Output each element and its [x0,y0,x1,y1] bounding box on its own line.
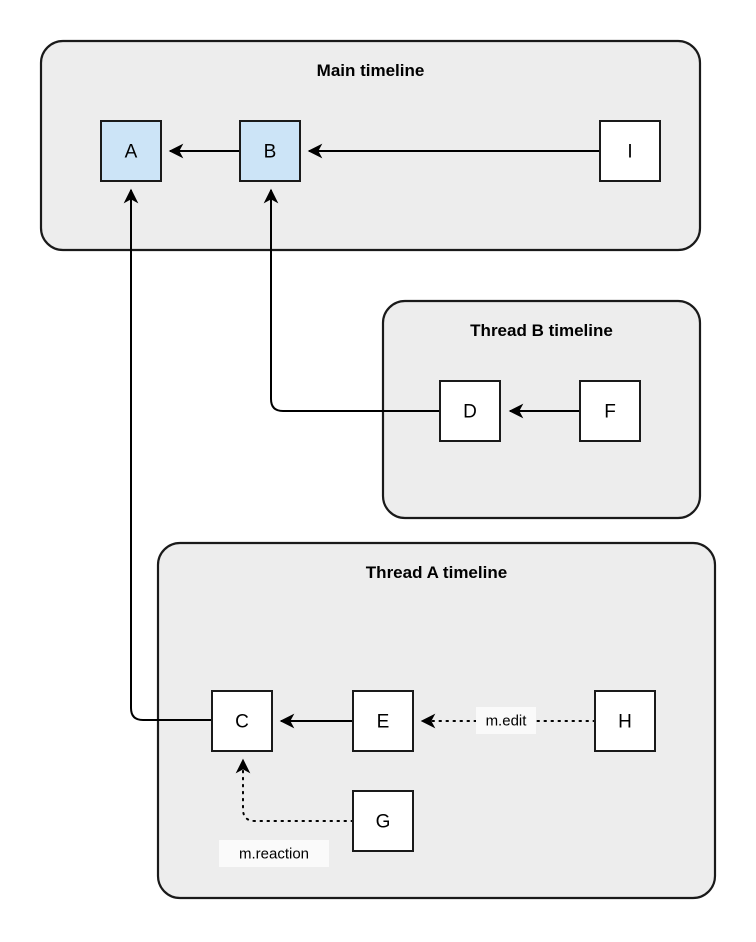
edge-label-m-reaction-bg [219,840,329,867]
container-group: Main timeline Thread B timeline Thread A… [39,39,717,900]
edge-label-m-reaction-text: m.reaction [239,846,309,863]
node-f-box [579,380,641,442]
node-d-label: D [463,402,477,423]
edge-label-m-reaction: m.reaction [219,840,329,867]
node-g-label: G [376,812,391,833]
node-b-box [239,120,301,182]
container-thread-b-timeline-box [381,299,702,520]
node-c[interactable]: C [211,690,273,752]
container-thread-a-timeline-title: Thread A timeline [366,563,507,582]
container-thread-b-timeline-title: Thread B timeline [470,321,613,340]
node-a-label: A [125,142,138,163]
node-e-label: E [377,712,390,733]
container-thread-b-timeline[interactable]: Thread B timeline [381,299,702,520]
node-i-label: I [627,142,632,163]
container-main-timeline-title: Main timeline [317,61,425,80]
node-e[interactable]: E [352,690,414,752]
node-i-box [599,120,661,182]
node-group: A B I D F C E H [100,120,661,852]
node-e-box [352,690,414,752]
node-g[interactable]: G [352,790,414,852]
node-h-box [594,690,656,752]
node-d[interactable]: D [439,380,501,442]
node-h[interactable]: H [594,690,656,752]
node-i[interactable]: I [599,120,661,182]
edge-c-to-a[interactable] [123,188,212,721]
container-main-timeline[interactable]: Main timeline [39,39,702,252]
node-a-box [100,120,162,182]
node-b[interactable]: B [239,120,301,182]
edge-d-to-b[interactable] [263,188,440,412]
node-c-label: C [235,712,249,733]
container-main-timeline-box [39,39,702,252]
node-d-box [439,380,501,442]
edge-label-m-edit-bg [476,707,536,734]
node-c-box [211,690,273,752]
node-b-label: B [264,142,277,163]
node-h-label: H [618,712,632,733]
node-g-box [352,790,414,852]
edge-label-m-edit: m.edit [476,707,536,734]
edge-g-to-c[interactable] [235,758,354,822]
edge-label-m-edit-text: m.edit [486,713,528,730]
edge-label-group: m.edit m.reaction [219,707,536,867]
node-a[interactable]: A [100,120,162,182]
node-f[interactable]: F [579,380,641,442]
node-f-label: F [604,402,616,423]
